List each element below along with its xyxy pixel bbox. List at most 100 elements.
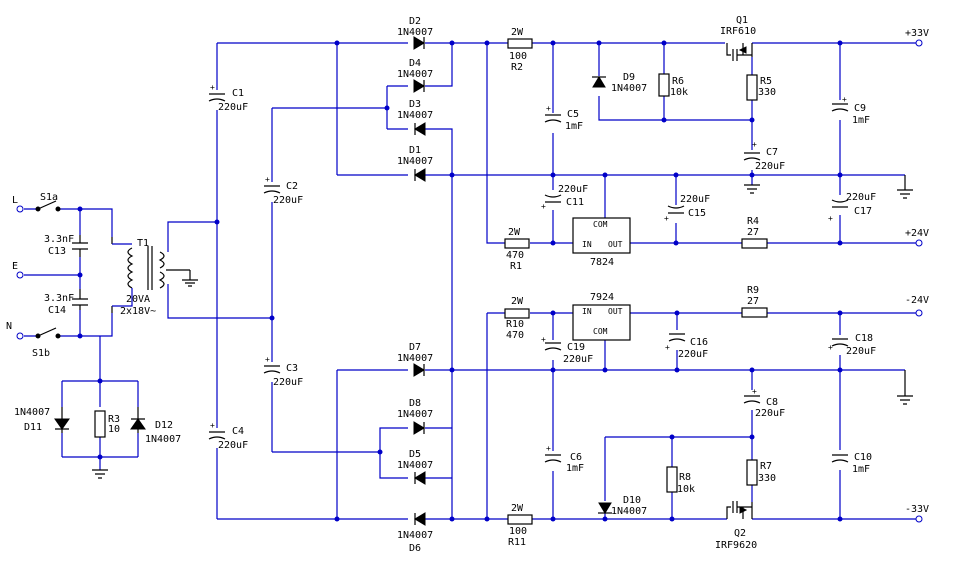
diode-d11: 1N4007 D11 <box>14 407 70 433</box>
d7-name: D7 <box>409 342 421 353</box>
resistor-r4: R4 27 <box>741 216 768 249</box>
capacitor-c19: + C19 220uF <box>541 335 593 365</box>
r3-name: R3 <box>108 414 120 425</box>
regulator-7924: IN OUT COM 7924 <box>572 292 631 341</box>
ground-c7 <box>744 184 760 194</box>
mosfet-q2: Q2 IRF9620 <box>715 501 757 551</box>
d12-part: 1N4007 <box>145 434 181 445</box>
c10-name: C10 <box>854 452 872 463</box>
c7-value: 220uF <box>755 161 785 172</box>
mains-input: L E N <box>6 195 24 340</box>
svg-text:+: + <box>541 335 546 344</box>
r6-name: R6 <box>672 76 684 87</box>
r7-value: 330 <box>758 473 776 484</box>
r6-value: 10k <box>670 87 688 98</box>
r10-value: 470 <box>506 330 524 341</box>
d9-name: D9 <box>623 72 635 83</box>
resistor-r5: R5 330 <box>746 74 776 101</box>
svg-text:+: + <box>265 355 270 364</box>
output-terminals: +33V +24V -24V -33V <box>905 28 929 523</box>
c18-name: C18 <box>855 333 873 344</box>
d11-part: 1N4007 <box>14 407 50 418</box>
svg-text:+: + <box>828 214 833 223</box>
q2-name: Q2 <box>734 528 746 539</box>
c11-value: 220uF <box>558 184 588 195</box>
r4-value: 27 <box>747 227 759 238</box>
c4-name: C4 <box>232 426 244 437</box>
diode-d2: D2 1N4007 <box>397 16 433 50</box>
resistor-r10: 2W R10 470 <box>504 296 530 341</box>
capacitor-c10: C10 1mF <box>831 452 872 475</box>
t1-rating: 20VA <box>126 294 150 305</box>
capacitor-c8: + C8 220uF <box>743 387 785 419</box>
u7924-out: OUT <box>608 307 623 316</box>
capacitor-c17: + 220uF C17 <box>828 192 876 223</box>
switch-s1a: S1a <box>35 192 61 212</box>
c4-value: 220uF <box>218 440 248 451</box>
t1-secondary: 2x18V~ <box>120 306 156 317</box>
u7824-out: OUT <box>608 240 623 249</box>
u7824-in: IN <box>582 240 592 249</box>
r9-name: R9 <box>747 285 759 296</box>
d11-name: D11 <box>24 422 42 433</box>
svg-text:+: + <box>541 202 546 211</box>
diode-d4: D4 1N4007 <box>397 58 433 93</box>
d4-part: 1N4007 <box>397 69 433 80</box>
junctions <box>77 40 843 522</box>
r1-name: R1 <box>510 261 522 272</box>
capacitor-c1: + C1 220uF <box>208 83 248 113</box>
resistor-r7: R7 330 <box>746 459 776 486</box>
capacitor-c11: + 220uF C11 <box>541 184 588 211</box>
resistor-r1: 2W 470 R1 <box>504 227 530 272</box>
resistor-r9: R9 27 <box>741 285 768 318</box>
svg-text:+: + <box>752 387 757 396</box>
capacitor-c16: + C16 220uF <box>665 333 708 360</box>
svg-text:+: + <box>265 175 270 184</box>
svg-text:+: + <box>842 95 847 104</box>
capacitor-c18: + C18 220uF <box>828 333 876 357</box>
svg-text:+: + <box>210 83 215 92</box>
c11-name: C11 <box>566 197 584 208</box>
d4-name: D4 <box>409 58 421 69</box>
u7824-com: COM <box>593 220 608 229</box>
r4-name: R4 <box>747 216 759 227</box>
u7924-com: COM <box>593 327 608 336</box>
c18-value: 220uF <box>846 346 876 357</box>
ground-mains <box>92 469 108 479</box>
d7-part: 1N4007 <box>397 353 433 364</box>
switch-s1a-label: S1a <box>40 192 58 203</box>
r10-power: 2W <box>511 296 524 307</box>
d1-name: D1 <box>409 145 421 156</box>
t1-name: T1 <box>137 238 149 249</box>
c9-value: 1mF <box>852 115 870 126</box>
d2-part: 1N4007 <box>397 27 433 38</box>
d1-part: 1N4007 <box>397 156 433 167</box>
r5-value: 330 <box>758 87 776 98</box>
d6-part: 1N4007 <box>397 530 433 541</box>
c19-value: 220uF <box>563 354 593 365</box>
terminal-n-label: N <box>6 321 12 332</box>
svg-text:+: + <box>664 214 669 223</box>
c16-name: C16 <box>690 337 708 348</box>
diode-d6: 1N4007 D6 <box>397 512 433 554</box>
svg-text:+: + <box>210 421 215 430</box>
d3-part: 1N4007 <box>397 110 433 121</box>
r8-value: 10k <box>677 484 695 495</box>
mosfet-q1: Q1 IRF610 <box>720 15 756 61</box>
r1-value: 470 <box>506 250 524 261</box>
capacitor-c4: + C4 220uF <box>208 421 248 451</box>
resistor-r8: R8 10k <box>666 466 695 495</box>
c17-value: 220uF <box>846 192 876 203</box>
u7924-part: 7924 <box>590 292 614 303</box>
u7824-part: 7824 <box>590 257 614 268</box>
r1-power: 2W <box>508 227 521 238</box>
capacitor-c3: + C3 220uF <box>263 355 303 388</box>
capacitor-c6: + C6 1mF <box>544 444 584 474</box>
c6-name: C6 <box>570 452 582 463</box>
d8-part: 1N4007 <box>397 409 433 420</box>
capacitor-c14: 3.3nF C14 <box>44 289 88 316</box>
c2-name: C2 <box>286 181 298 192</box>
r11-name: R11 <box>508 537 526 548</box>
d12-name: D12 <box>155 420 173 431</box>
